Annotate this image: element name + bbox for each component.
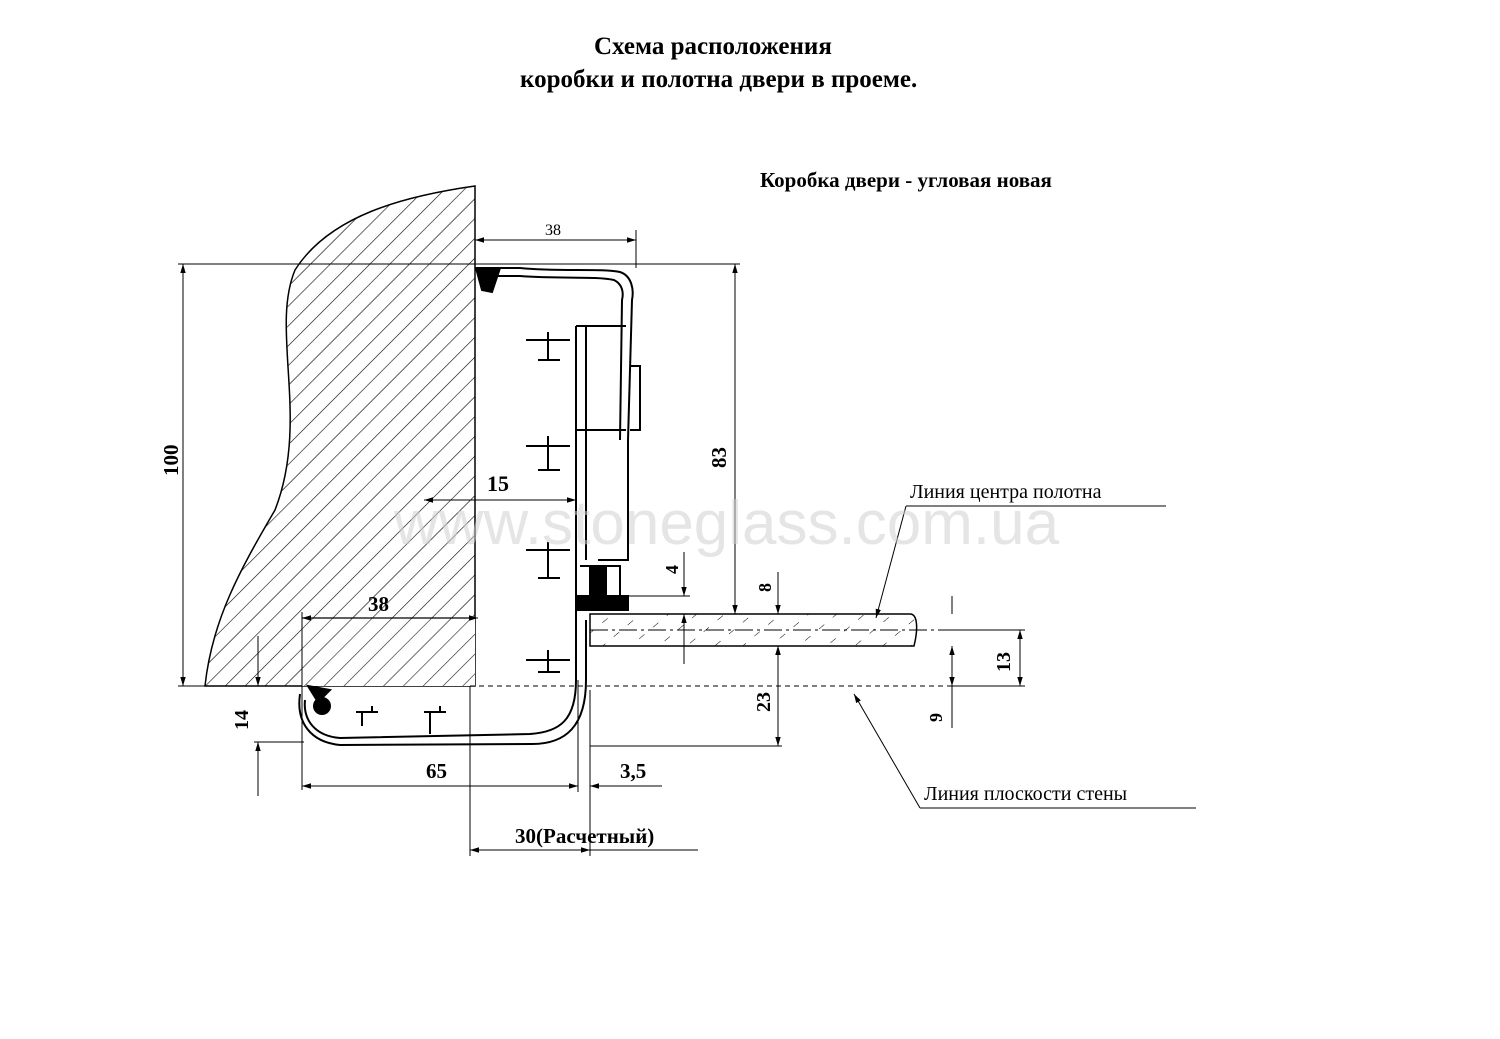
title-line-2: коробки и полотна двери в проеме. bbox=[520, 66, 918, 93]
dim-9: 9 bbox=[926, 713, 946, 722]
dim-100: 100 bbox=[159, 445, 183, 477]
dim-38-left: 38 bbox=[368, 592, 389, 616]
dim-83: 83 bbox=[707, 447, 731, 468]
dim-23: 23 bbox=[753, 692, 775, 712]
dim-65: 65 bbox=[426, 759, 447, 783]
dim-8: 8 bbox=[755, 583, 775, 592]
dim-14: 14 bbox=[231, 710, 253, 730]
dim-3-5: 3,5 bbox=[620, 759, 646, 783]
dim-13: 13 bbox=[993, 652, 1015, 672]
leaf-center-line-label: Линия центра полотна bbox=[910, 481, 1102, 503]
frame-type-subtitle: Коробка двери - угловая новая bbox=[760, 168, 1052, 192]
dim-30-calc: 30(Расчетный) bbox=[515, 824, 654, 848]
title-line-1: Схема расположения bbox=[594, 33, 832, 60]
watermark: www.stoneglass.com.ua bbox=[393, 489, 1060, 558]
wall-section bbox=[204, 185, 476, 687]
frame-profile bbox=[298, 267, 641, 747]
dim-4: 4 bbox=[662, 565, 682, 574]
dimension-lines bbox=[178, 230, 1196, 856]
dim-38-top: 38 bbox=[545, 222, 561, 239]
wall-plane-line-label: Линия плоскости стены bbox=[924, 783, 1127, 805]
glass-leaf bbox=[589, 613, 1000, 647]
dim-15: 15 bbox=[487, 471, 509, 496]
